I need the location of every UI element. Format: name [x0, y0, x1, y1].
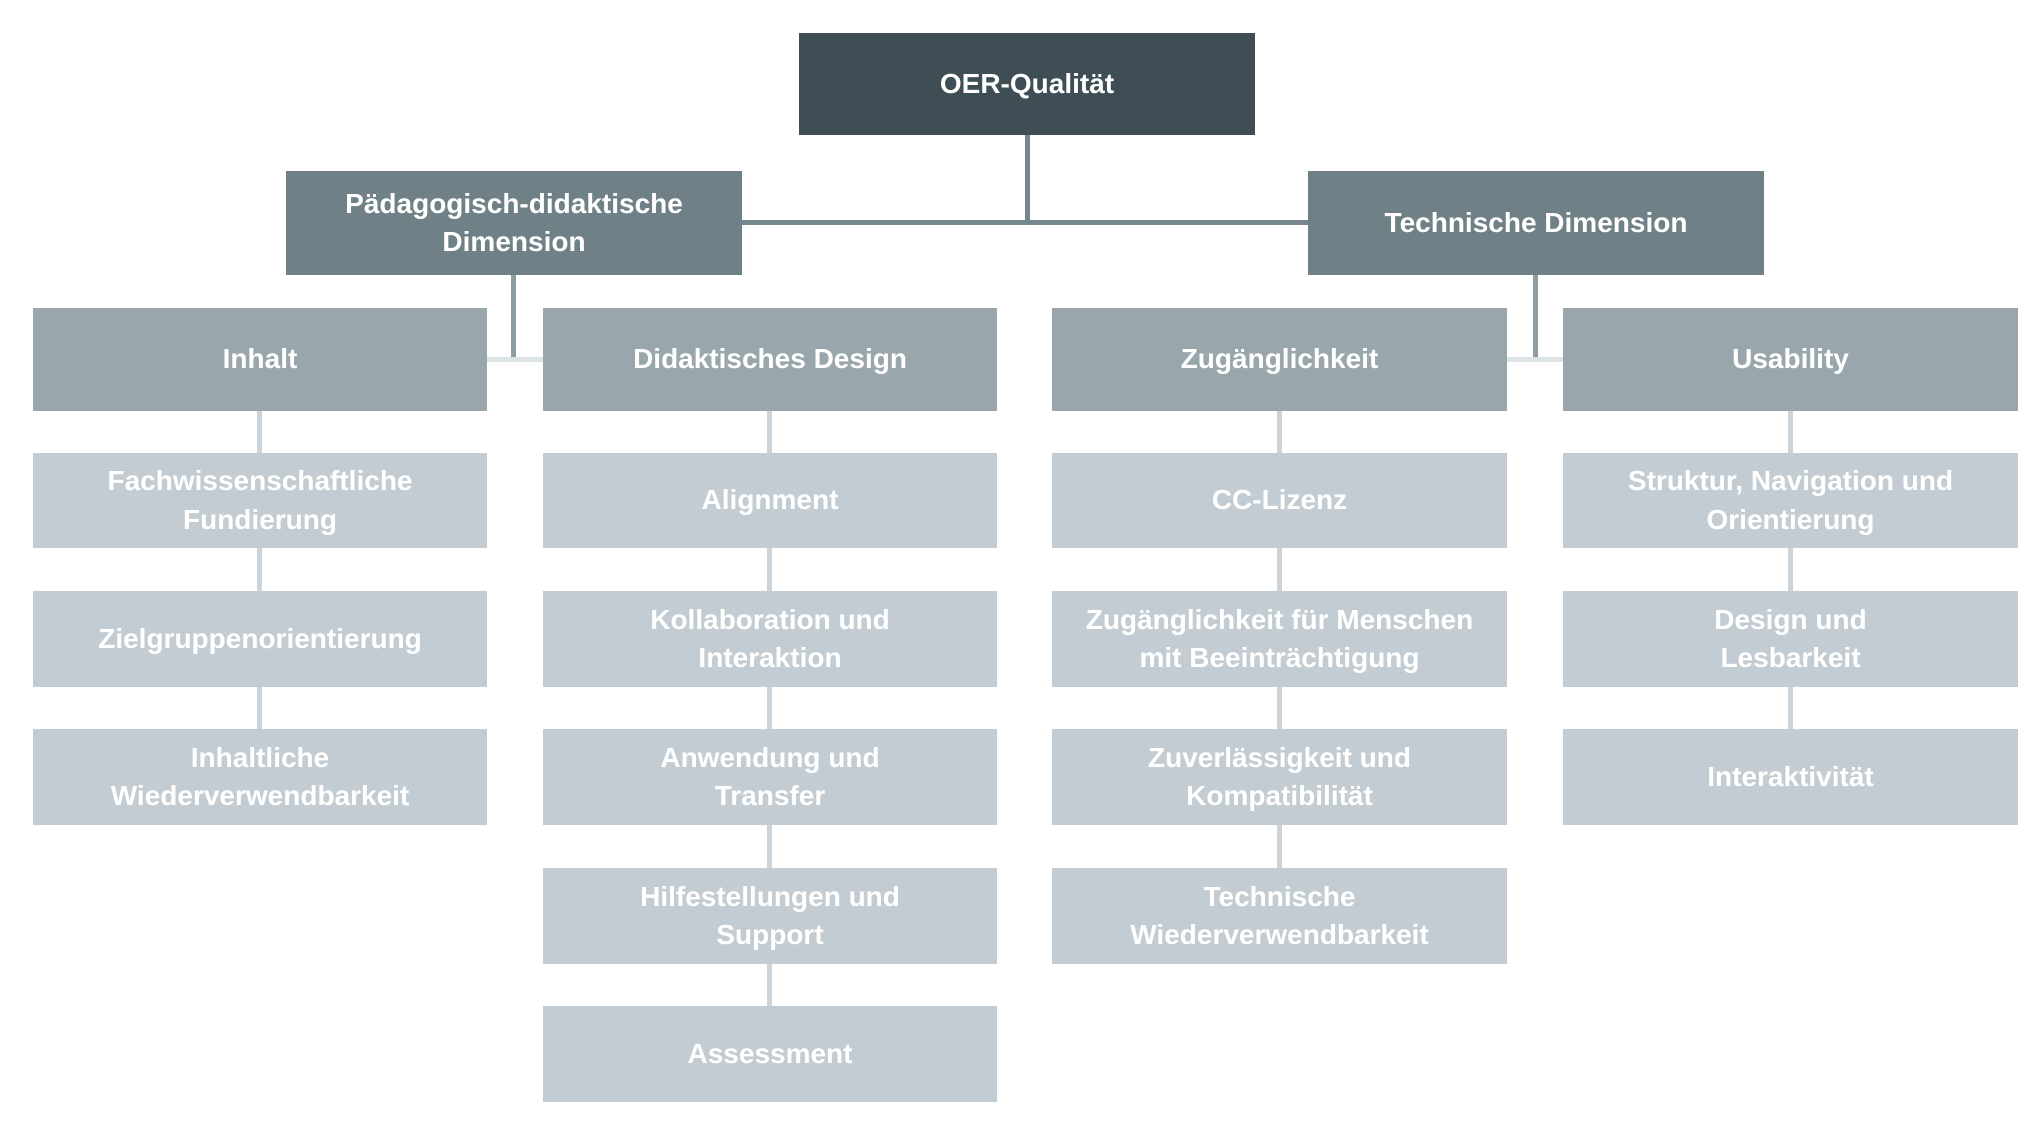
item-node-alignment: Alignment	[543, 453, 997, 548]
dimension-node-paedagogisch-didaktisch: Pädagogisch-didaktische Dimension	[286, 171, 742, 275]
connector-col2-seg5	[767, 964, 772, 1006]
item-node-zielgruppenorientierung: Zielgruppenorientierung	[33, 591, 487, 687]
connector-col2-seg2	[767, 548, 772, 591]
item-node-assessment: Assessment	[543, 1006, 997, 1102]
connector-col2-seg4	[767, 825, 772, 868]
item-node-design-und-lesbarkeit: Design und Lesbarkeit	[1563, 591, 2018, 687]
item-node-kollaboration-und-interaktion: Kollaboration und Interaktion	[543, 591, 997, 687]
connector-col2-seg1	[767, 411, 772, 453]
connector-dimension1-vertical	[511, 275, 516, 360]
connector-col4-seg2	[1788, 548, 1793, 591]
item-node-inhaltliche-wiederverwendbarkeit: Inhaltliche Wiederverwendbarkeit	[33, 729, 487, 825]
dimension-node-technisch: Technische Dimension	[1308, 171, 1764, 275]
connector-root-vertical	[1025, 135, 1030, 223]
connector-col4-seg1	[1788, 411, 1793, 453]
connector-col3-seg3	[1277, 687, 1282, 729]
category-node-didaktisches-design: Didaktisches Design	[543, 308, 997, 411]
item-node-zugaenglichkeit-fuer-menschen: Zugänglichkeit für Menschen mit Beeinträ…	[1052, 591, 1507, 687]
connector-dimensions-horizontal	[742, 220, 1308, 225]
item-node-struktur-navigation-orientierung: Struktur, Navigation und Orientierung	[1563, 453, 2018, 548]
category-node-usability: Usability	[1563, 308, 2018, 411]
connector-dimension1-stub	[487, 357, 543, 362]
connector-col4-seg3	[1788, 687, 1793, 729]
connector-col1-seg1	[257, 411, 262, 453]
item-node-interaktivitaet: Interaktivität	[1563, 729, 2018, 825]
item-node-hilfestellungen-und-support: Hilfestellungen und Support	[543, 868, 997, 964]
category-node-zugaenglichkeit: Zugänglichkeit	[1052, 308, 1507, 411]
connector-col3-seg4	[1277, 825, 1282, 868]
connector-col2-seg3	[767, 687, 772, 729]
connector-col3-seg2	[1277, 548, 1282, 591]
category-node-inhalt: Inhalt	[33, 308, 487, 411]
item-node-technische-wiederverwendbarkeit: Technische Wiederverwendbarkeit	[1052, 868, 1507, 964]
item-node-cc-lizenz: CC-Lizenz	[1052, 453, 1507, 548]
item-node-zuverlaessigkeit-und-kompatibilitaet: Zuverlässigkeit und Kompatibilität	[1052, 729, 1507, 825]
connector-col3-seg1	[1277, 411, 1282, 453]
connector-col1-seg2	[257, 548, 262, 591]
item-node-fachwissenschaftliche-fundierung: Fachwissenschaftliche Fundierung	[33, 453, 487, 548]
item-node-anwendung-und-transfer: Anwendung und Transfer	[543, 729, 997, 825]
connector-dimension2-vertical	[1533, 275, 1538, 360]
connector-dimension2-stub	[1507, 357, 1563, 362]
root-node-oer-qualitaet: OER-Qualität	[799, 33, 1255, 135]
connector-col1-seg3	[257, 687, 262, 729]
